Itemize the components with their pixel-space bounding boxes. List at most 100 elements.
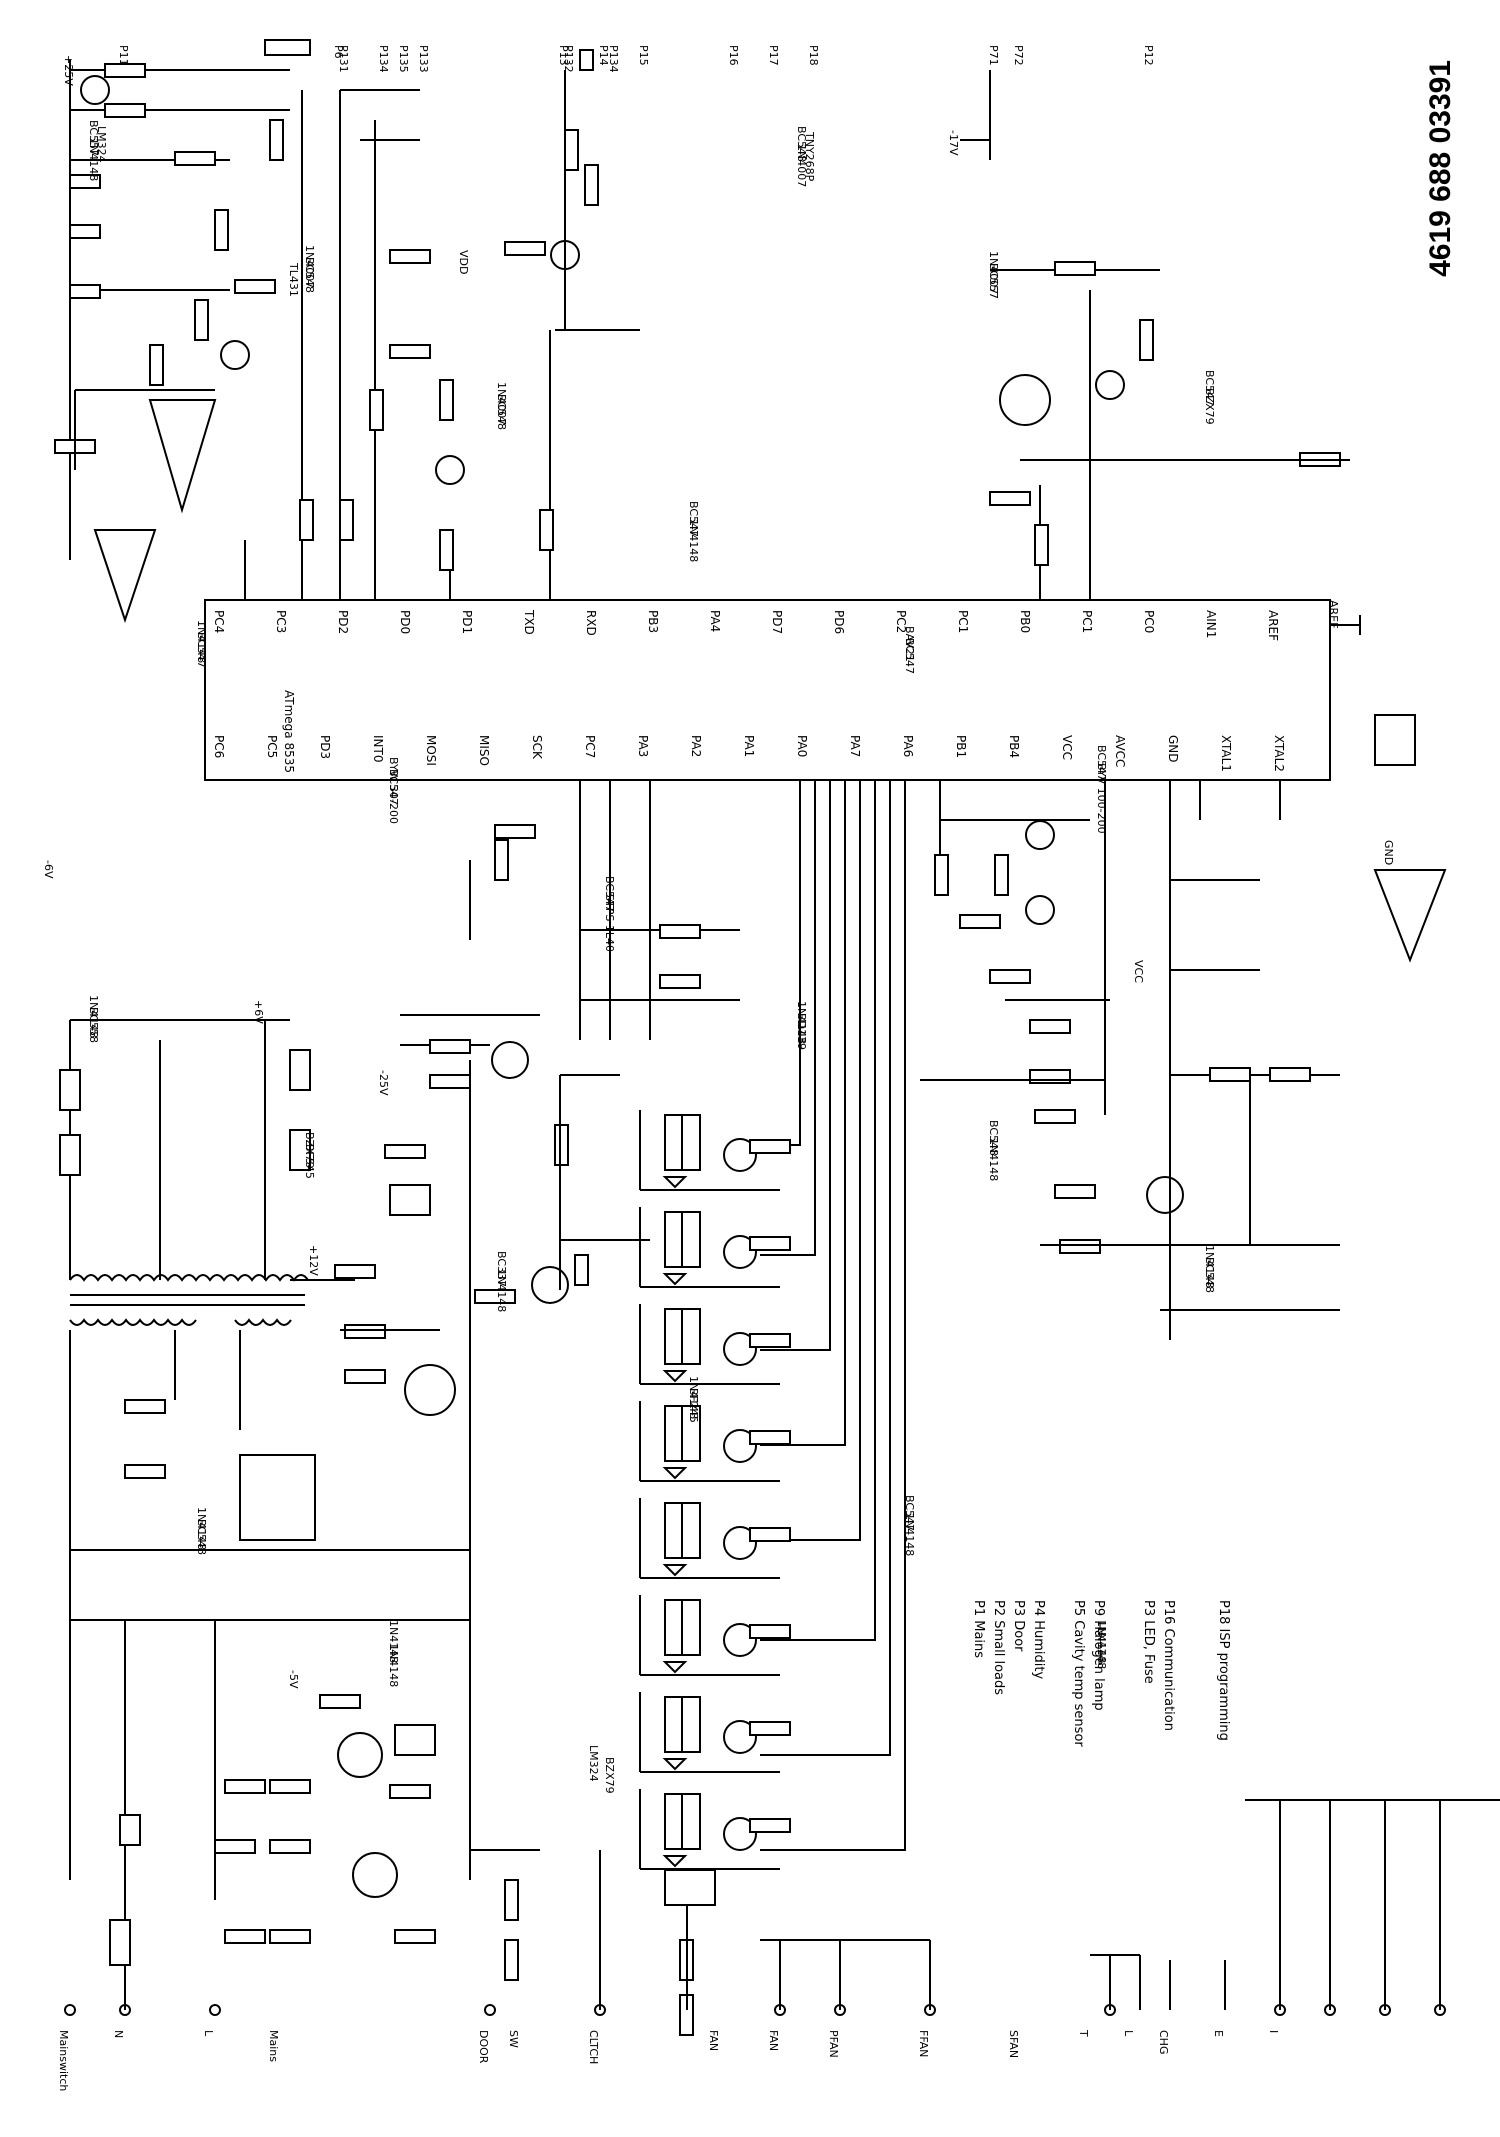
component-value: 1N4148 — [87, 995, 100, 1038]
relay-driver-transistor — [723, 1235, 757, 1269]
terminal-label: CLTCH — [587, 2030, 600, 2064]
component-value: BF245 — [687, 1388, 700, 1423]
terminal-label: FAN — [707, 2030, 720, 2051]
connector-id: P133 — [417, 45, 430, 73]
sensor-interface — [920, 819, 1340, 1311]
connector-id: P13 — [557, 45, 570, 66]
terminal-label: L — [1122, 2030, 1135, 2037]
net-label: -6V — [42, 860, 55, 879]
mcu-pin-label: RXD — [584, 610, 598, 636]
component-value: TL431 — [287, 262, 300, 297]
terminal-label: CHG — [1157, 2030, 1170, 2054]
relay-driver-transistor — [723, 1817, 757, 1851]
relay-driver-transistor — [723, 1332, 757, 1366]
mcu-pin-label: PA7 — [848, 735, 862, 757]
connector-id: P12 — [1142, 45, 1155, 66]
mcu-pin-label: SCK — [530, 735, 544, 760]
component-value: BZX79 — [1203, 388, 1216, 425]
mcu-pin-label: PB4 — [1007, 735, 1021, 758]
mcu-pin-label: PC4 — [212, 610, 226, 633]
net-label: -25V — [377, 1070, 390, 1096]
connector-id: P134 — [607, 45, 620, 73]
connector-terminal — [484, 2004, 496, 2016]
net-label: +6V — [252, 1000, 265, 1024]
relay-base-resistor — [749, 1721, 791, 1736]
terminal-label: I — [1267, 2030, 1280, 2033]
component-value: 1N4007 — [795, 144, 808, 187]
mcu-pin-label: PC2 — [894, 610, 908, 633]
bottom-connectors — [64, 2004, 1446, 2016]
relay-base-resistor — [749, 1624, 791, 1639]
mcu-pin-label: GND — [1166, 735, 1180, 763]
net-label: +12V — [307, 1245, 320, 1276]
net-label: VCC — [1132, 960, 1145, 983]
mcu-pin-label: AIN1 — [1204, 610, 1218, 638]
mcu-pin-label: PD0 — [398, 610, 412, 634]
mcu-pin-label: PC5 — [265, 735, 279, 758]
legend-entry: P4 Humidity — [1031, 1600, 1046, 1679]
optocoupler-3 — [664, 1869, 716, 1906]
relay-driver-transistor — [723, 1526, 757, 1560]
tny268p — [239, 1454, 316, 1541]
connector-id: P16 — [727, 45, 740, 66]
legend-entry: P2 Small loads — [991, 1600, 1006, 1695]
optocoupler-2 — [394, 1724, 436, 1756]
relay-driver-transistor — [723, 1720, 757, 1754]
component-value: BC548 — [795, 126, 808, 162]
component-value: 1N4148 — [987, 1138, 1000, 1181]
driver-stage — [400, 824, 740, 1304]
connector-id: P17 — [767, 45, 780, 66]
component-value: BC557 — [987, 263, 1000, 299]
component-value: BC547 — [387, 769, 400, 805]
mcu-pin-label: AREF — [1266, 610, 1280, 641]
mcu-pin-label: PB1 — [954, 735, 968, 758]
terminal-label: L — [202, 2030, 215, 2037]
component-value: BF545 — [303, 1144, 316, 1179]
reset-circuit — [960, 70, 1416, 766]
mcu-pin-label: PC7 — [583, 735, 597, 758]
connector-id: P132 — [562, 45, 575, 73]
terminal-label: FAN — [767, 2030, 780, 2051]
component-value: 1N4148 — [687, 1376, 700, 1419]
component-value: 1N4007 — [303, 245, 316, 288]
connector-terminal — [119, 2004, 131, 2016]
net-label: +25V — [62, 55, 75, 86]
component-value: 1N4148 — [495, 1269, 508, 1312]
component-value: 1N4148 — [1203, 1245, 1216, 1288]
legend-entry: P3 Door — [1011, 1600, 1026, 1652]
mcu-pin-label: PA4 — [708, 610, 722, 632]
flyback-diode — [662, 1176, 688, 1189]
component-value: BC547 — [603, 876, 616, 912]
analog-frontend — [54, 39, 1447, 963]
component-value: 1N4007 — [495, 382, 508, 425]
flyback-diode — [662, 1370, 688, 1383]
relay-driver-transistor — [723, 1138, 757, 1172]
component-value: BC548 — [303, 257, 316, 293]
component-value: 1N4148 — [195, 1507, 208, 1550]
component-value: 1N4148 — [687, 519, 700, 562]
connector-id: P135 — [397, 45, 410, 73]
mcu-pin-label: PC1 — [1080, 610, 1094, 633]
flyback-diode — [662, 1758, 688, 1771]
net-label: AREF — [1327, 600, 1340, 628]
mcu-pin-label: PC0 — [1142, 610, 1156, 633]
component-value: BYW 30-200 — [387, 757, 400, 824]
legend-entry: P16 Communication — [1161, 1600, 1176, 1731]
mcu-pin-label: PD2 — [336, 610, 350, 634]
mcu-pin-label: PA2 — [689, 735, 703, 757]
switch-wiring — [760, 1799, 1500, 2010]
connector-id: P134 — [377, 45, 390, 73]
flyback-diode — [662, 1273, 688, 1286]
connector-id: P72 — [1012, 45, 1025, 66]
optocoupler-1 — [389, 1184, 431, 1216]
mcu-pin-label: PA6 — [901, 735, 915, 757]
mcu-pin-label: MOSI — [424, 735, 438, 766]
relay-base-resistor — [749, 1527, 791, 1542]
relay-base-resistor — [749, 1333, 791, 1348]
document-number: 4619 688 03391 — [1424, 60, 1457, 277]
component-value: BZX79 — [303, 1132, 316, 1169]
connector-id: P18 — [807, 45, 820, 66]
relay-base-resistor — [749, 1430, 791, 1445]
